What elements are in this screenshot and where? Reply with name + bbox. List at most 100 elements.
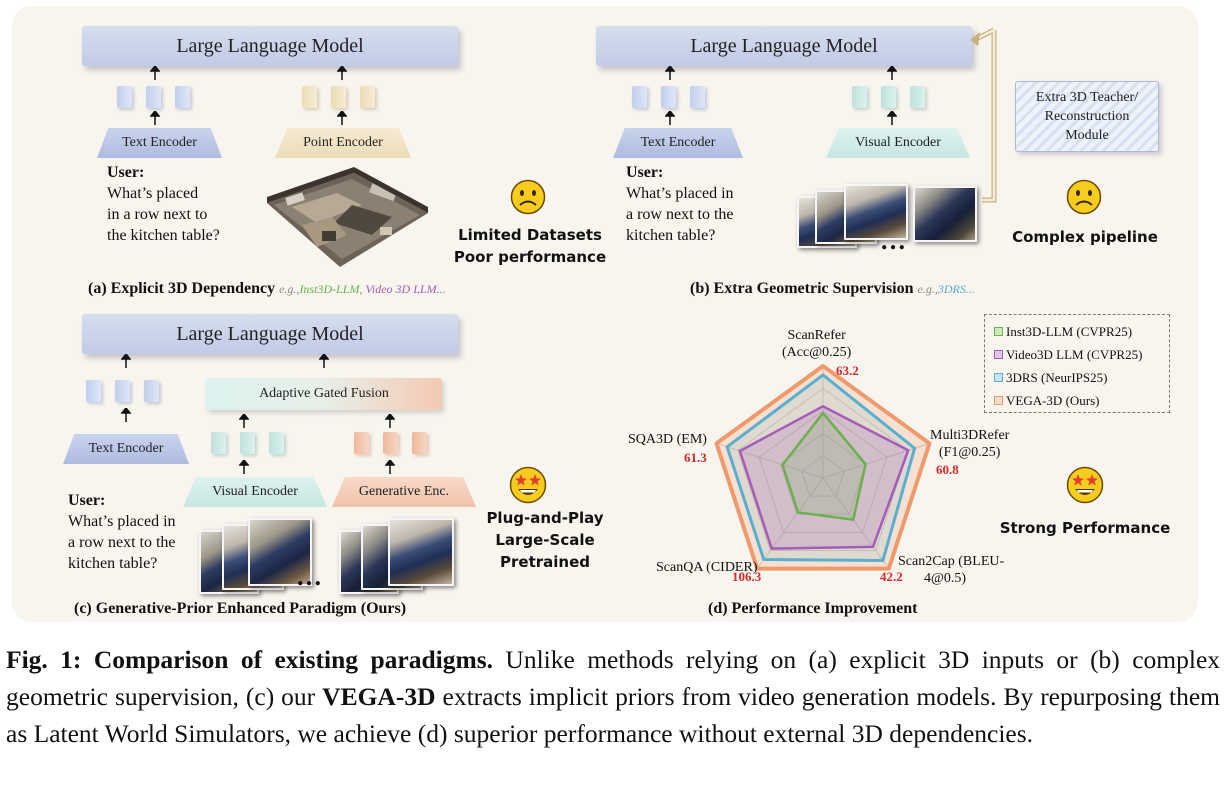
arrow-up-icon <box>337 66 347 80</box>
arrow-up-icon <box>121 408 131 422</box>
question-line: the kitchen table? <box>107 227 220 244</box>
text-token <box>146 86 161 108</box>
generative-token <box>354 432 369 454</box>
radar-series <box>714 364 932 571</box>
arrow-up-icon <box>150 66 160 80</box>
verdict-line: Limited Datasets <box>458 226 602 244</box>
text-encoder-a: Text Encoder <box>97 128 222 158</box>
point-token <box>302 86 317 108</box>
text-token <box>117 86 132 108</box>
llm-box-b: Large Language Model <box>596 26 972 66</box>
sad-face-icon <box>1066 179 1102 215</box>
legend-label: Inst3D-LLM (CVPR25) <box>1006 323 1133 339</box>
axis-label-line: ScanRefer <box>787 328 846 343</box>
examples-prefix: e.g., <box>917 282 938 296</box>
question-line: What’s placed <box>107 185 199 202</box>
teacher-line: Module <box>1065 128 1109 143</box>
visual-token <box>881 86 896 108</box>
radar-grid-ring <box>758 410 888 533</box>
radar-spoke <box>822 442 930 479</box>
arrow-up-icon <box>385 414 395 428</box>
caption-a: (a) Explicit 3D Dependency e.g.,Inst3D-L… <box>88 280 446 298</box>
visual-encoder-b: Visual Encoder <box>826 128 970 158</box>
question-line: kitchen table? <box>626 227 716 244</box>
question-line: a row next to the <box>626 206 734 223</box>
text-token <box>661 86 676 108</box>
examples-prefix: e.g., <box>279 282 300 296</box>
verdict-c: Plug-and-Play Large-Scale Pretrained <box>450 507 640 573</box>
visual-token <box>910 86 925 108</box>
radar-value-scan2cap: 42.2 <box>880 569 903 584</box>
arrow-up-icon <box>239 414 249 428</box>
visual-token <box>852 86 867 108</box>
radar-axis-label-sqa3d: SQA3D (EM) <box>628 431 707 448</box>
user-query-c: User: What’s placed in a row next to the… <box>68 490 176 574</box>
radar-value-scanrefer: 63.2 <box>836 363 859 378</box>
legend-label: 3DRS (NeurIPS25) <box>1006 369 1108 385</box>
verdict-a: Limited Datasets Poor performance <box>440 224 620 268</box>
llm-box-c: Large Language Model <box>82 314 458 354</box>
radar-value-sqa3d: 61.3 <box>684 450 707 465</box>
visual-token <box>211 432 226 454</box>
radar-value-scanqa: 106.3 <box>732 569 762 584</box>
radar-spoke <box>716 442 824 479</box>
star-struck-face-icon <box>1066 466 1104 504</box>
example-inst3d: Inst3D-LLM, <box>299 282 363 296</box>
axis-label-line: (Acc@0.25) <box>782 345 852 360</box>
caption-d: (d) Performance Improvement <box>708 600 918 617</box>
question-line: kitchen table? <box>68 555 158 572</box>
axis-label-line: ScanQA (CIDER) <box>656 560 758 575</box>
video-frame <box>844 184 908 240</box>
caption-a-title: (a) Explicit 3D Dependency <box>88 280 276 297</box>
text-encoder-c: Text Encoder <box>63 434 189 464</box>
arrow-up-icon <box>239 460 249 474</box>
arrow-up-icon <box>121 354 131 368</box>
example-video3d: Video 3D LLM... <box>365 282 446 296</box>
radar-spoke <box>822 477 890 569</box>
ellipsis-icon: … <box>296 562 323 591</box>
point-encoder: Point Encoder <box>275 128 411 158</box>
ellipsis-icon: … <box>880 226 907 255</box>
verdict-line: Poor performance <box>453 248 607 266</box>
video-frame <box>248 518 312 586</box>
video-frame <box>388 518 454 586</box>
llm-box-a: Large Language Model <box>82 26 458 66</box>
radar-value-multi3drefer: 60.8 <box>936 462 959 477</box>
teacher-line: Extra 3D Teacher/ <box>1035 90 1139 105</box>
legend-swatch <box>994 327 1003 336</box>
radar-series-polygon <box>781 411 867 521</box>
arrow-up-icon <box>887 66 897 80</box>
radar-axis-label-scan2cap: Scan2Cap (BLEU- 4@0.5) <box>898 553 1004 587</box>
arrow-up-icon <box>319 354 329 368</box>
user-label: User: <box>107 164 145 181</box>
legend-label: Video3D LLM (CVPR25) <box>1006 346 1143 362</box>
legend-item-video3d: Video3D LLM (CVPR25) <box>994 343 1169 366</box>
caption-b-title: (b) Extra Geometric Supervision <box>690 280 914 297</box>
question-line: a row next to the <box>68 534 176 551</box>
verdict-b: Complex pipeline <box>1012 228 1158 246</box>
visual-encoder-c: Visual Encoder <box>183 477 327 507</box>
verdict-line: Large-Scale Pretrained <box>495 531 595 571</box>
radar-legend: Inst3D-LLM (CVPR25) Video3D LLM (CVPR25)… <box>984 314 1170 413</box>
star-struck-face-icon <box>509 466 547 504</box>
arrow-up-icon <box>385 460 395 474</box>
text-token <box>175 86 190 108</box>
radar-grid-ring <box>737 387 909 551</box>
radar-spoke <box>756 477 824 569</box>
radar-axis-label-scanrefer: ScanRefer (Acc@0.25) <box>782 327 851 361</box>
radar-axis-label-multi3drefer: Multi3DRefer (F1@0.25) <box>930 427 1009 461</box>
axis-label-line: (F1@0.25) <box>938 445 1001 460</box>
axis-label-line: SQA3D (EM) <box>628 432 707 447</box>
caption-b: (b) Extra Geometric Supervision e.g.,3DR… <box>690 280 975 298</box>
arrow-up-icon <box>337 111 347 125</box>
legend-swatch <box>994 350 1003 359</box>
sad-face-icon <box>510 179 546 215</box>
point-token <box>331 86 346 108</box>
question-line: What’s placed in <box>68 513 176 530</box>
legend-swatch <box>994 396 1003 405</box>
legend-item-vega3d: VEGA-3D (Ours) <box>994 389 1169 412</box>
figure-caption-method: VEGA-3D <box>322 682 436 711</box>
figure-caption-text: extracts implicit priors from video gene… <box>6 682 1220 748</box>
text-token <box>115 380 130 402</box>
